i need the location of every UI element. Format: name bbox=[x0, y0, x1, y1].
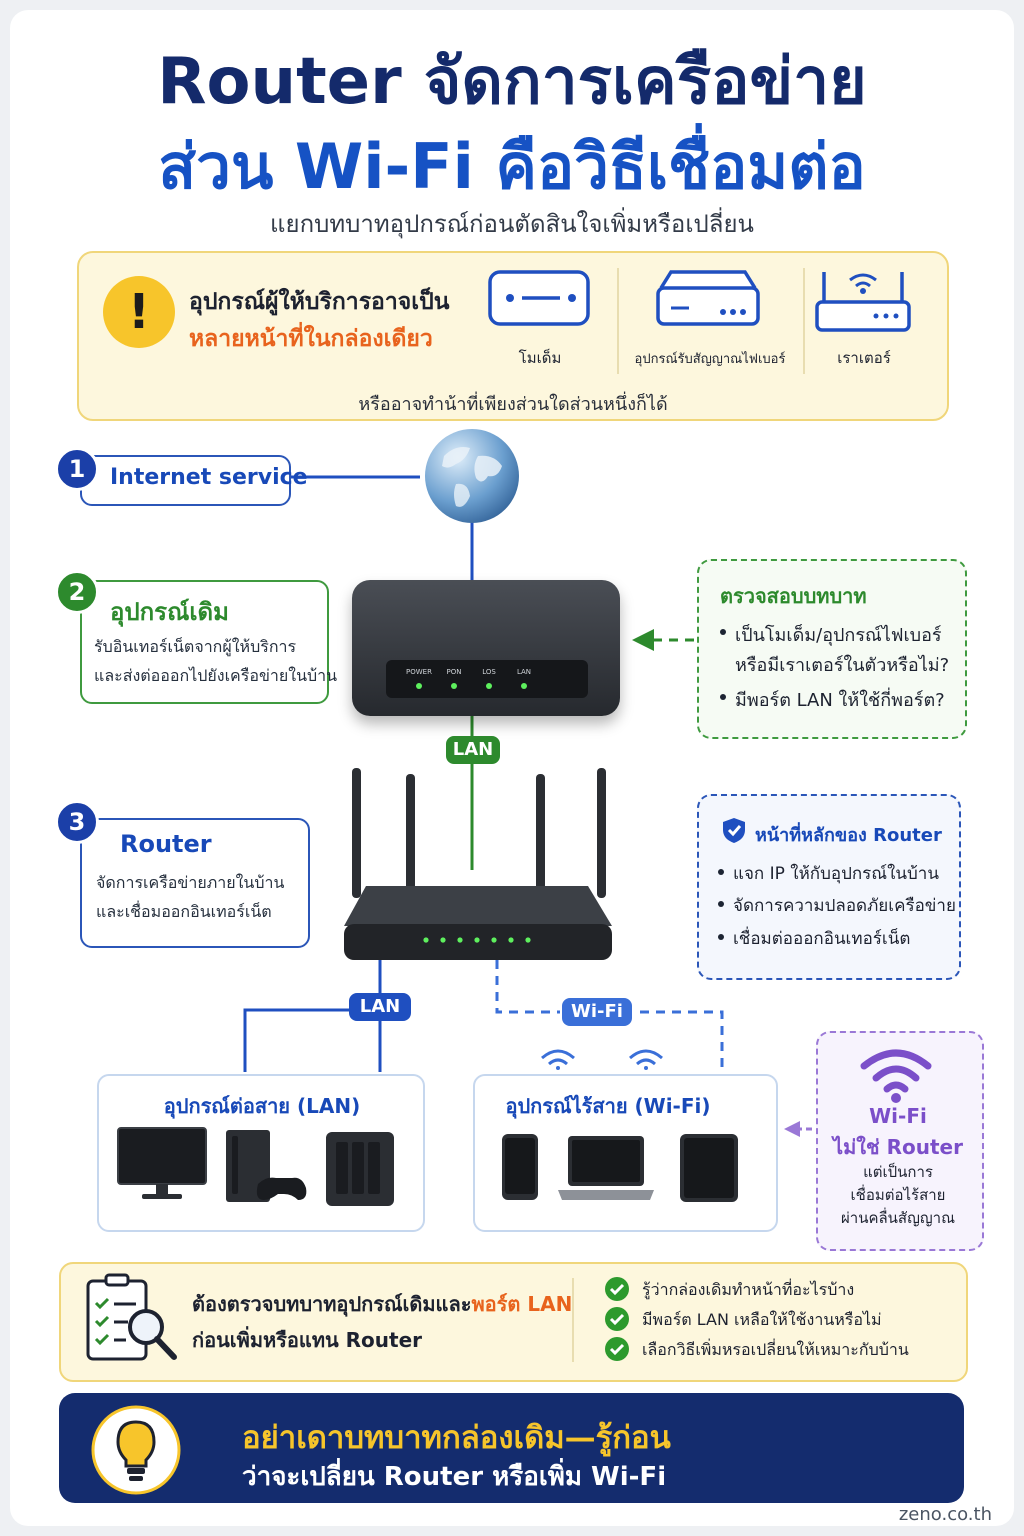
divider bbox=[617, 268, 619, 374]
device-label-fiber: อุปกรณ์รับสัญญาณไฟเบอร์ bbox=[634, 352, 786, 367]
summary-check-1: รู้ว่ากล่องเดิมทำหน้าที่อะไรบ้าง bbox=[642, 1280, 855, 1299]
globe-icon bbox=[425, 429, 519, 523]
summary-line1-highlight: พอร์ต LAN bbox=[471, 1292, 573, 1316]
checklist-magnifier-icon bbox=[86, 1273, 177, 1361]
router-desc1: จัดการเครือข่ายภายในบ้าน bbox=[96, 873, 285, 892]
led-label-pon: PON bbox=[446, 668, 462, 676]
step-3-badge: 3 bbox=[55, 800, 99, 844]
led-lan bbox=[521, 683, 527, 689]
divider bbox=[572, 1278, 574, 1362]
internet-service-box bbox=[80, 455, 291, 506]
summary-check-3: เลือกวิธีเพิ่มหรอเปลี่ยนให้เหมาะกับบ้าน bbox=[642, 1340, 909, 1359]
device-label-router: เราเตอร์ bbox=[837, 349, 891, 367]
monitor-icon bbox=[117, 1127, 207, 1199]
fiber-ont-icon bbox=[656, 270, 760, 326]
led-label-lan: LAN bbox=[516, 668, 532, 676]
wired-devices-title: อุปกรณ์ต่อสาย (LAN) bbox=[163, 1094, 361, 1118]
exclamation-icon: ! bbox=[103, 276, 175, 348]
site-watermark: zeno.co.th bbox=[898, 1504, 992, 1525]
router-box bbox=[80, 818, 310, 948]
modem-front-panel bbox=[386, 660, 588, 698]
existing-device-desc2: และส่งต่อออกไปยังเครือข่ายในบ้าน bbox=[94, 666, 338, 685]
step-1-badge: 1 bbox=[55, 447, 99, 491]
warning-line2: หลายหน้าที่ในกล่องเดียว bbox=[189, 326, 433, 352]
led-power bbox=[416, 683, 422, 689]
step-2-badge: 2 bbox=[55, 570, 99, 614]
router-desc2: และเชื่อมออกอินเทอร์เน็ต bbox=[96, 902, 272, 921]
led-los bbox=[486, 683, 492, 689]
wifi-note-l3: แต่เป็นการ bbox=[863, 1163, 933, 1181]
led-label-power: POWER bbox=[406, 668, 432, 676]
page-title-line2: ส่วน Wi-Fi คือวิธีเชื่อมต่อ bbox=[158, 130, 866, 203]
check-item-1b: หรือมีเราเตอร์ในตัวหรือไม่? bbox=[735, 655, 950, 676]
warning-footer: หรืออาจทำน้าที่เพียงส่วนใดส่วนหนึ่งก็ได้ bbox=[358, 394, 668, 415]
wifi-signal-icon bbox=[629, 1049, 663, 1070]
modem-icon bbox=[488, 270, 590, 326]
device-label-modem: โมเด็ม bbox=[518, 349, 562, 367]
summary-line1: ต้องตรวจบทบาทอุปกรณ์เดิมและพอร์ต LAN bbox=[192, 1288, 572, 1320]
role-item-1: แจก IP ให้กับอุปกรณ์ในบ้าน bbox=[733, 864, 939, 884]
laptop-icon bbox=[558, 1136, 654, 1200]
summary-line1-text: ต้องตรวจบทบาทอุปกรณ์เดิมและ bbox=[192, 1292, 472, 1316]
role-item-2: จัดการความปลอดภัยเครือข่าย bbox=[733, 896, 956, 916]
bullet bbox=[720, 629, 726, 635]
nas-icon bbox=[326, 1132, 394, 1206]
bullet bbox=[718, 934, 724, 940]
tip-line1: อย่าเดาบทบาทกล่องเดิม—รู้ก่อน bbox=[242, 1420, 671, 1456]
lan-link-label: LAN bbox=[446, 736, 500, 764]
console-icon bbox=[226, 1130, 307, 1202]
existing-device-box bbox=[80, 580, 329, 704]
router-device bbox=[344, 768, 612, 960]
internet-service-label: Internet service bbox=[110, 465, 308, 490]
summary-check-2: มีพอร์ต LAN เหลือให้ใช้งานหรือไม่ bbox=[642, 1310, 882, 1329]
router-icon bbox=[815, 272, 911, 332]
warning-line1: อุปกรณ์ผู้ให้บริการอาจเป็น bbox=[189, 289, 450, 315]
wireless-devices-title: อุปกรณ์ไร้สาย (Wi-Fi) bbox=[505, 1094, 711, 1118]
wifi-note-l1: Wi-Fi bbox=[869, 1104, 927, 1128]
led-label-los: LOS bbox=[482, 668, 496, 676]
wifi-link-label: Wi-Fi bbox=[562, 998, 632, 1026]
bullet bbox=[718, 869, 724, 875]
summary-line2: ก่อนเพิ่มหรือแทน Router bbox=[192, 1328, 423, 1352]
tip-line2: ว่าจะเปลี่ยน Router หรือเพิ่ม Wi-Fi bbox=[242, 1462, 667, 1492]
existing-device-title: อุปกรณ์เดิม bbox=[110, 598, 229, 626]
check-role-title: ตรวจสอบบทบาท bbox=[720, 584, 867, 608]
bullet bbox=[720, 694, 726, 700]
led-pon bbox=[451, 683, 457, 689]
shield-check-icon bbox=[723, 818, 745, 843]
existing-device-desc1: รับอินเทอร์เน็ตจากผู้ให้บริการ bbox=[94, 637, 297, 656]
check-item-1: เป็นโมเด็ม/อุปกรณ์ไฟเบอร์ bbox=[735, 625, 942, 646]
check-role-panel bbox=[697, 559, 967, 739]
wifi-note-l5: ผ่านคลื่นสัญญาณ bbox=[840, 1209, 955, 1227]
connection-lines bbox=[243, 475, 812, 1137]
lan-link-label-2: LAN bbox=[349, 993, 411, 1021]
page-title-line1: Router จัดการเครือข่าย bbox=[157, 45, 867, 119]
wifi-signal-icon bbox=[541, 1049, 575, 1070]
wifi-icon bbox=[860, 1049, 932, 1103]
page-subtitle: แยกบทบาทอุปกรณ์ก่อนตัดสินใจเพิ่มหรือเปลี… bbox=[270, 210, 754, 238]
check-circle-icon bbox=[605, 1307, 629, 1331]
tablet-icon bbox=[680, 1134, 738, 1202]
divider bbox=[803, 268, 805, 374]
tip-banner bbox=[59, 1393, 964, 1503]
check-circle-icon bbox=[605, 1277, 629, 1301]
check-item-2: มีพอร์ต LAN ให้ใช้กี่พอร์ต? bbox=[735, 690, 945, 711]
role-item-3: เชื่อมต่อออกอินเทอร์เน็ต bbox=[733, 929, 911, 949]
smartphone-icon bbox=[502, 1134, 538, 1200]
bullet bbox=[718, 901, 724, 907]
wifi-note-l2: ไม่ใช่ Router bbox=[833, 1135, 963, 1159]
check-circle-icon bbox=[605, 1337, 629, 1361]
router-title: Router bbox=[120, 830, 212, 858]
lightbulb-icon bbox=[91, 1405, 181, 1495]
wifi-note-l4: เชื่อมต่อไร้สาย bbox=[850, 1186, 946, 1204]
summary-panel bbox=[59, 1262, 968, 1382]
router-role-title: หน้าที่หลักของ Router bbox=[755, 825, 942, 846]
